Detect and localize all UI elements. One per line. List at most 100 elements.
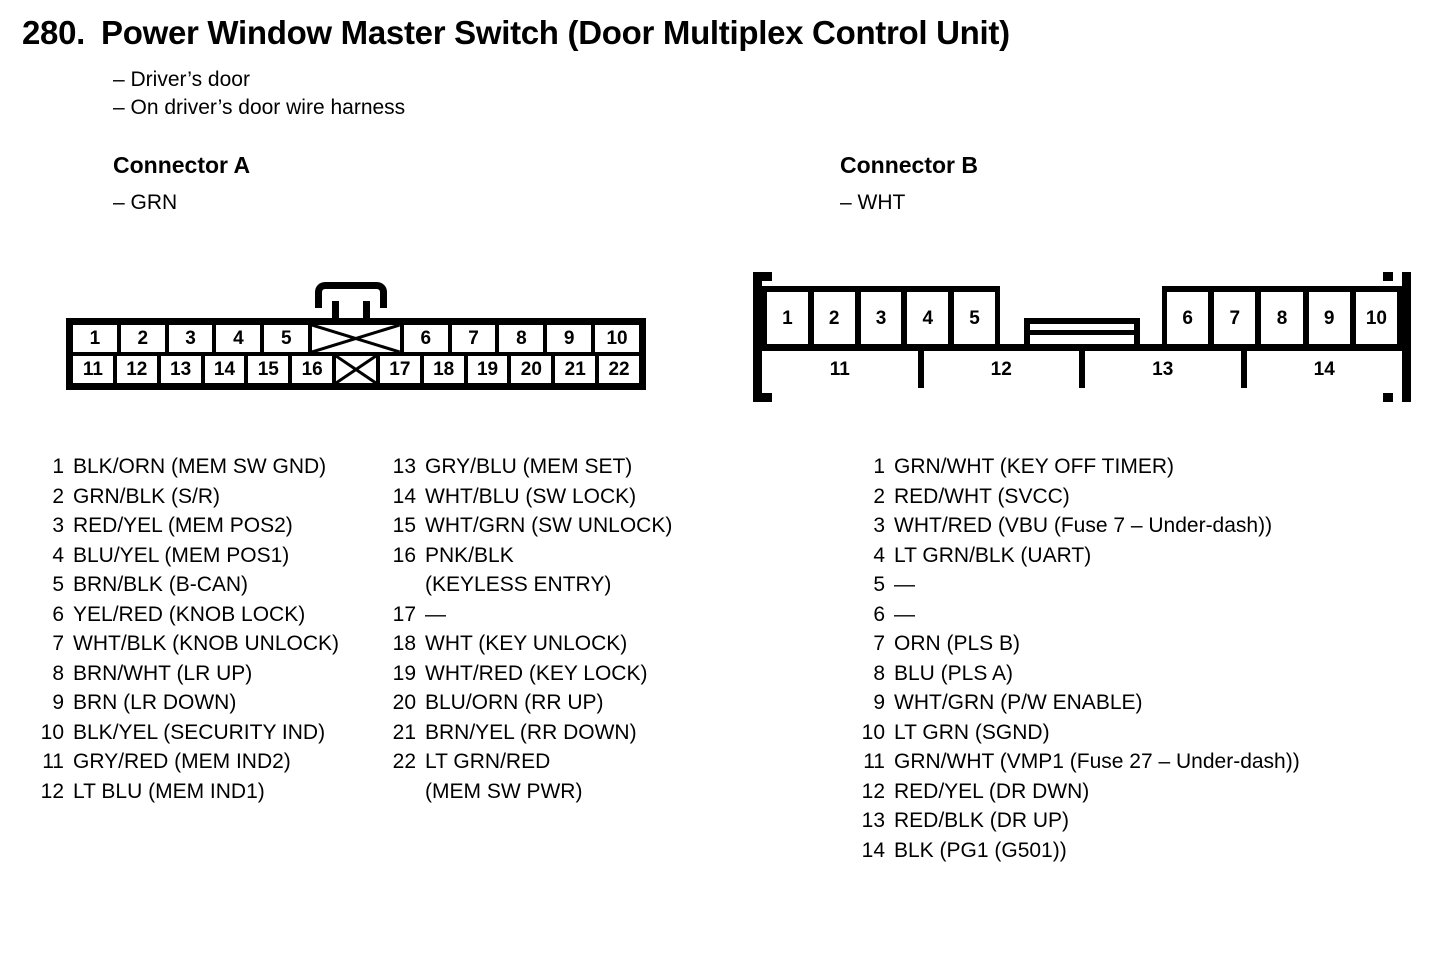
pin-description: BLU/ORN (RR UP) bbox=[425, 691, 604, 714]
connector-b-color: – WHT bbox=[840, 191, 906, 214]
pin-cell-b-7: 7 bbox=[1214, 292, 1256, 344]
pin-number: 10 bbox=[40, 720, 64, 744]
connector-a-bottom-row: 11 12 13 14 15 16 17 18 19 20 21 22 bbox=[73, 356, 639, 383]
pin-row-a-5: 5 BRN/BLK (B-CAN) bbox=[34, 570, 386, 600]
pin-number: 14 bbox=[392, 484, 416, 508]
pin-number: 5 bbox=[873, 573, 885, 596]
pin-description: RED/YEL (MEM POS2) bbox=[73, 514, 293, 537]
pin-cell-b-4: 4 bbox=[907, 292, 949, 344]
pin-description: ORN (PLS B) bbox=[894, 632, 1021, 655]
connector-b-center-keyway-icon bbox=[1000, 286, 1162, 344]
pin-cell-a-14: 14 bbox=[204, 356, 245, 383]
pin-description: GRN/WHT (KEY OFF TIMER) bbox=[894, 455, 1175, 478]
pin-number: 14 bbox=[861, 838, 885, 862]
page-title-number: 280. bbox=[22, 14, 86, 51]
pin-cell-a-13: 13 bbox=[160, 356, 201, 383]
pin-number: 13 bbox=[861, 809, 885, 832]
pin-number: 11 bbox=[863, 750, 885, 773]
pin-number: 3 bbox=[52, 514, 64, 537]
pin-cell-a-10: 10 bbox=[595, 325, 639, 352]
pin-number: 16 bbox=[392, 543, 416, 567]
pin-row-a-11: 11 GRY/RED (MEM IND2) bbox=[34, 747, 386, 777]
pin-number: 8 bbox=[52, 661, 64, 685]
pin-number: 10 bbox=[861, 720, 885, 744]
pin-cell-a-17: 17 bbox=[379, 356, 420, 383]
pin-cell-b-6: 6 bbox=[1167, 292, 1209, 344]
pin-description: RED/YEL (DR DWN) bbox=[894, 779, 1090, 803]
pin-description: GRY/BLU (MEM SET) bbox=[425, 455, 633, 478]
pin-description: LT BLU (MEM IND1) bbox=[73, 779, 265, 803]
pin-cell-a-11: 11 bbox=[73, 356, 113, 383]
connector-a-body: 1 2 3 4 5 6 7 8 9 10 11 12 13 14 15 16 bbox=[66, 318, 646, 390]
subtitle-line-2: – On driver’s door wire harness bbox=[113, 96, 406, 119]
pin-cell-a-9: 9 bbox=[547, 325, 592, 352]
pin-number: 13 bbox=[392, 455, 416, 478]
connector-b-notch-bottom-right bbox=[1383, 393, 1393, 402]
pin-number: 11 bbox=[42, 750, 64, 773]
pin-cell-b-13: 13 bbox=[1085, 351, 1241, 388]
connector-b-bottom-row: 11 12 13 14 bbox=[762, 344, 1402, 388]
pin-cell-a-22: 22 bbox=[599, 356, 639, 383]
pin-number: 17 bbox=[392, 602, 416, 626]
pin-number: 12 bbox=[40, 779, 64, 803]
pin-description: GRY/RED (MEM IND2) bbox=[73, 750, 291, 773]
blank-cell-x-icon-bottom bbox=[336, 356, 376, 383]
pin-description: PNK/BLK bbox=[425, 543, 514, 567]
pin-description: — bbox=[894, 602, 915, 626]
pin-number: 22 bbox=[392, 750, 416, 773]
connector-a-color: – GRN bbox=[113, 191, 178, 214]
pin-row-a-19: 19 WHT/RED (KEY LOCK) bbox=[386, 659, 716, 689]
pin-description: WHT/RED (KEY LOCK) bbox=[425, 661, 648, 685]
connector-b-top-left-group: 1 2 3 4 5 bbox=[762, 286, 1000, 344]
connector-b-body: 1 2 3 4 5 6 7 8 9 10 11 12 13 14 bbox=[762, 286, 1402, 388]
connector-b-notch-top-right bbox=[1383, 272, 1393, 281]
pin-row-a-8: 8 BRN/WHT (LR UP) bbox=[34, 659, 386, 689]
pin-cell-b-14: 14 bbox=[1246, 351, 1402, 388]
pin-cell-a-21: 21 bbox=[555, 356, 596, 383]
connector-b-notch-bottom-left bbox=[762, 393, 772, 402]
connector-b-heading: Connector B bbox=[840, 152, 978, 178]
pin-description: BLK (PG1 (G501)) bbox=[894, 838, 1067, 862]
pin-cell-a-6: 6 bbox=[403, 325, 448, 352]
pin-description: BRN/WHT (LR UP) bbox=[73, 661, 253, 685]
connector-b-notch-top-left bbox=[762, 272, 772, 281]
pin-description: WHT/RED (VBU (Fuse 7 – Under-dash)) bbox=[894, 514, 1273, 537]
pin-description: BRN (LR DOWN) bbox=[73, 691, 237, 714]
pin-description: BRN/BLK (B-CAN) bbox=[73, 573, 249, 596]
pin-description: YEL/RED (KNOB LOCK) bbox=[73, 602, 306, 626]
pin-cell-a-7: 7 bbox=[451, 325, 496, 352]
pin-row-a-17: 17— bbox=[386, 600, 716, 630]
pin-cell-b-3: 3 bbox=[860, 292, 902, 344]
pin-description: WHT/GRN (SW UNLOCK) bbox=[425, 514, 673, 537]
pin-cell-a-15: 15 bbox=[248, 356, 289, 383]
pin-description: BLU (PLS A) bbox=[894, 661, 1014, 685]
pin-description: GRN/WHT (VMP1 (Fuse 27 – Under-dash)) bbox=[894, 750, 1300, 773]
pin-row-a-12: 12 LT BLU (MEM IND1) bbox=[34, 777, 386, 807]
pin-description: BLK/YEL (SECURITY IND) bbox=[73, 720, 326, 744]
pin-row-a-16: 16 PNK/BLK bbox=[386, 541, 716, 571]
pin-number: 4 bbox=[52, 543, 64, 567]
pin-number: 5 bbox=[52, 573, 64, 596]
pin-description: LT GRN/BLK (UART) bbox=[894, 543, 1092, 567]
pin-number: 19 bbox=[392, 661, 416, 685]
pin-number: 8 bbox=[873, 661, 885, 685]
pin-cell-a-3: 3 bbox=[168, 325, 213, 352]
pin-description: BLK/ORN (MEM SW GND) bbox=[73, 455, 327, 478]
pin-cell-b-12: 12 bbox=[923, 351, 1079, 388]
pin-number: 1 bbox=[873, 455, 885, 478]
connector-a-heading: Connector A bbox=[113, 152, 251, 178]
page-title-text: Power Window Master Switch (Door Multipl… bbox=[101, 14, 1010, 51]
